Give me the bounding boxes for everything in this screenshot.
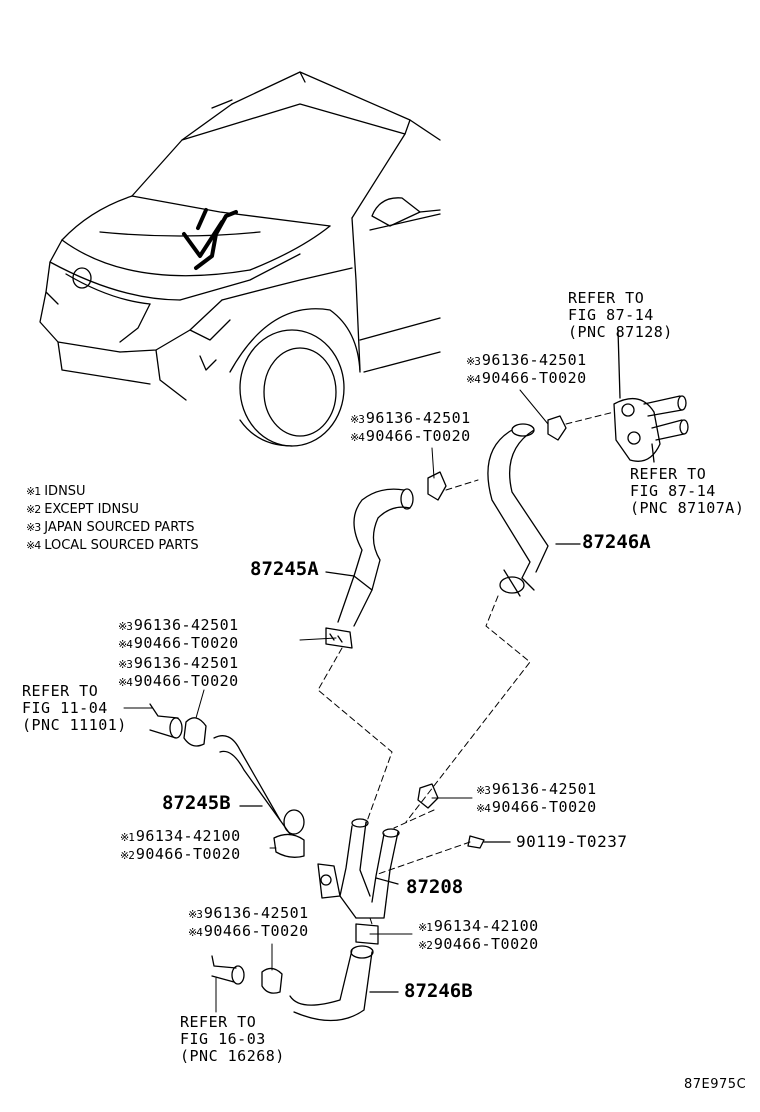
part-number-link[interactable]: 90466-T0020: [491, 798, 597, 816]
part-number-link[interactable]: 96134-42100: [433, 917, 539, 935]
refer-fig-87-14-pnc-87128[interactable]: REFER TO FIG 87-14 (PNC 87128): [568, 289, 673, 341]
part-number-link[interactable]: 90466-T0020: [203, 922, 309, 940]
part-87246b[interactable]: 87246B: [404, 980, 473, 1002]
pipe-16-03: [211, 955, 245, 985]
bolt-drawing: [467, 835, 511, 849]
refer-fig-87-14-pnc-87107a[interactable]: REFER TO FIG 87-14 (PNC 87107A): [630, 465, 745, 517]
part-number-link[interactable]: 96134-42100: [135, 827, 241, 845]
hose-87246a-drawing: [487, 423, 581, 597]
pipe-11-04: [149, 703, 183, 739]
vehicle-illustration: [39, 71, 441, 447]
valve-87208-drawing: [317, 818, 400, 919]
refer-fig-11-04-pnc-11101[interactable]: REFER TO FIG 11-04 (PNC 11101): [22, 682, 127, 734]
part-number-link[interactable]: 90466-T0020: [133, 672, 239, 690]
heater-core-pipes: [613, 329, 689, 463]
part-number-link[interactable]: 96136-42501: [133, 616, 239, 634]
part-number-link[interactable]: 96136-42501: [203, 904, 309, 922]
hose-87245b-drawing: [213, 735, 305, 835]
part-87245b[interactable]: 87245B: [162, 792, 231, 814]
hose-87245a-drawing: [325, 488, 414, 627]
part-number-link[interactable]: 96136-42501: [481, 351, 587, 369]
part-number-link[interactable]: 90466-T0020: [433, 935, 539, 953]
part-87208[interactable]: 87208: [406, 876, 464, 898]
leader-lines: [123, 389, 549, 1013]
part-90119-t0237[interactable]: 90119-T0237: [516, 832, 628, 851]
part-number-link[interactable]: 96136-42501: [365, 409, 471, 427]
hose-87246b-drawing: [289, 945, 399, 1022]
part-number-link[interactable]: 90466-T0020: [365, 427, 471, 445]
refer-fig-16-03-pnc-16268[interactable]: REFER TO FIG 16-03 (PNC 16268): [180, 1013, 285, 1065]
part-number-link[interactable]: 96136-42501: [133, 654, 239, 672]
figure-code: 87E975C: [684, 1077, 747, 1092]
part-number-link[interactable]: 90466-T0020: [135, 845, 241, 863]
part-number-link[interactable]: 90466-T0020: [133, 634, 239, 652]
part-number-link[interactable]: 96136-42501: [491, 780, 597, 798]
part-87246a[interactable]: 87246A: [582, 531, 651, 553]
part-87245a[interactable]: 87245A: [250, 558, 319, 580]
part-number-link[interactable]: 90466-T0020: [481, 369, 587, 387]
dashed-lines: [317, 411, 615, 925]
